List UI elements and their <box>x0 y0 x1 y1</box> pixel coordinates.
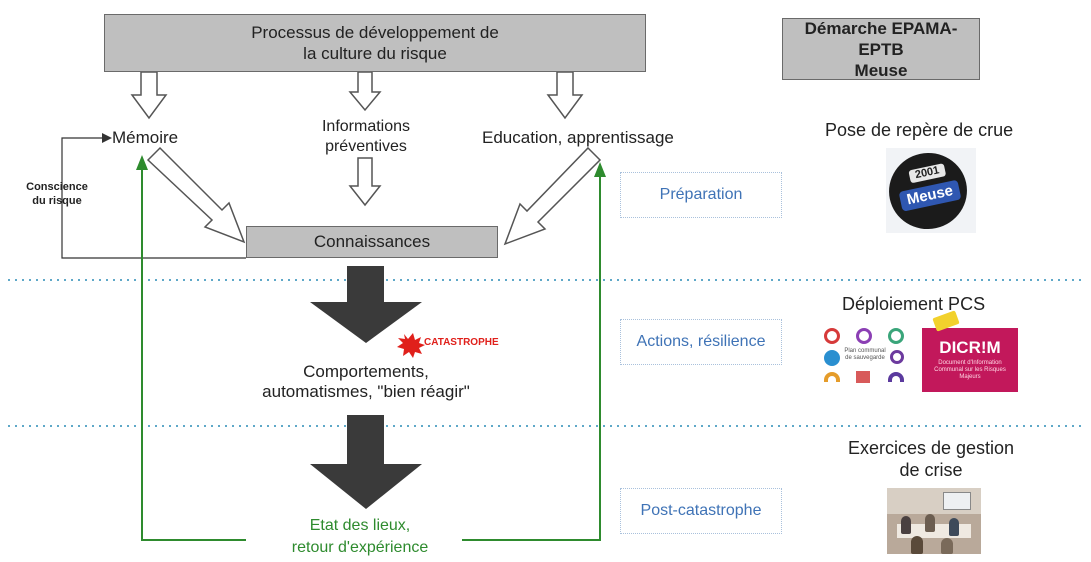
pcs-icon-person-purple <box>890 350 904 364</box>
photo-person-1 <box>901 516 911 534</box>
repere-title: Pose de repère de crue <box>825 120 1014 140</box>
phase-post: Post-catastrophe <box>620 488 782 534</box>
photo-person-2 <box>925 514 935 532</box>
catastrophe-label: CATASTROPHE <box>424 337 499 348</box>
arrow-process-to-memoire <box>130 71 168 120</box>
exercices-title: Exercices de gestion de crise <box>847 438 1015 480</box>
process-title: Processus de développement de la culture… <box>251 23 499 63</box>
pcs-icon-water-blue <box>824 350 840 366</box>
label-etat-des-lieux: Etat des lieux, retour d'expérience <box>291 517 429 556</box>
label-informations: Informations préventives <box>321 118 411 155</box>
pcs-icon-house <box>856 371 870 383</box>
dicrim-logo-text: DICR!M <box>939 338 1001 357</box>
flood-marker-text: Meuse <box>898 179 962 212</box>
label-conscience: Conscience du risque <box>26 181 88 207</box>
process-title-box: Processus de développement de la culture… <box>104 14 646 72</box>
green-feedback-left <box>141 165 246 541</box>
pcs-icon-rainbow <box>824 372 840 382</box>
arrow-education-to-connaissances <box>503 146 602 246</box>
right-header-box: Démarche EPAMA-EPTB Meuse <box>782 18 980 80</box>
connaissances-box: Connaissances <box>246 226 498 258</box>
pcs-icon-alert-red <box>824 328 840 344</box>
connaissances-label: Connaissances <box>313 232 431 251</box>
label-memoire: Mémoire <box>112 128 179 147</box>
pcs-icon-info-purple <box>856 328 872 344</box>
pcs-title: Déploiement PCS <box>842 294 986 314</box>
pcs-logo: Plan communal de sauvegarde <box>822 326 914 388</box>
pcs-center-text: Plan communal de sauvegarde <box>844 348 886 361</box>
flood-marker-year: 2001 <box>908 163 947 184</box>
photo-person-4 <box>911 536 923 554</box>
pcs-icon-arch <box>888 372 904 382</box>
label-education: Education, apprentissage <box>482 128 674 147</box>
dicrim-subtitle: Document d'Information Communal sur les … <box>934 360 1006 380</box>
flood-marker-image: 2001 Meuse <box>886 148 976 233</box>
arrow-informations-to-connaissances <box>348 157 382 207</box>
dark-arrow-connaissances-to-comportements <box>310 266 422 343</box>
right-header-title: Démarche EPAMA-EPTB Meuse <box>804 18 958 80</box>
photo-person-3 <box>949 518 959 536</box>
loop-conscience-du-risque <box>61 137 246 259</box>
photo-person-5 <box>941 538 953 554</box>
phase-preparation: Préparation <box>620 172 782 218</box>
crisis-exercise-photo <box>887 488 981 554</box>
phase-actions: Actions, résilience <box>620 319 782 365</box>
arrow-process-to-informations <box>348 71 382 112</box>
arrow-process-to-education <box>546 71 584 120</box>
flood-marker-plate: 2001 Meuse <box>886 148 975 233</box>
pcs-icon-shelter-green <box>888 328 904 344</box>
green-feedback-right <box>462 172 601 541</box>
dark-arrow-comportements-to-etat <box>310 415 422 509</box>
catastrophe-burst <box>397 333 425 358</box>
dicrim-logo: DICR!M Document d'Information Communal s… <box>922 310 1018 392</box>
label-comportements: Comportements, automatismes, "bien réagi… <box>262 362 470 401</box>
photo-screen <box>943 492 971 510</box>
arrow-memoire-to-connaissances <box>146 146 246 244</box>
